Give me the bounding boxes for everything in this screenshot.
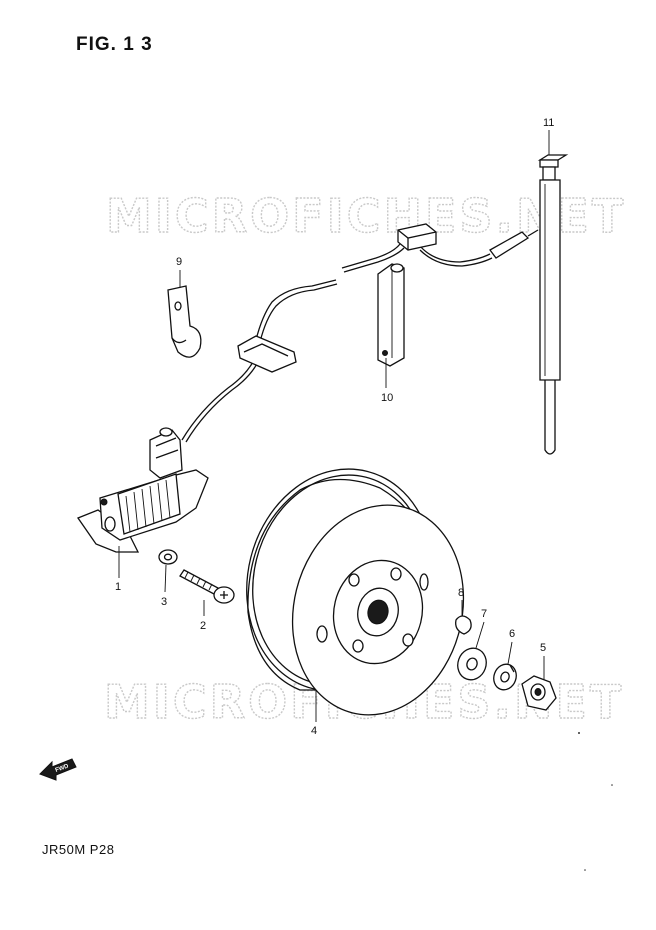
callout-11: 11 (543, 117, 554, 129)
callout-9: 9 (176, 256, 182, 268)
callout-4: 4 (311, 725, 317, 737)
part-11-cable-tie (537, 154, 569, 455)
callout-6: 6 (509, 628, 515, 640)
part-5-nut (521, 675, 557, 711)
scan-specks (578, 732, 613, 871)
part-4-flywheel (246, 468, 465, 716)
figure-title: FIG. 1 3 (76, 34, 153, 55)
callout-2: 2 (200, 620, 206, 632)
callout-8: 8 (458, 587, 464, 599)
callout-10: 10 (381, 392, 393, 404)
callout-5: 5 (540, 642, 546, 654)
part-6-spring-washer (493, 663, 517, 691)
figure-code: JR50M P28 (42, 842, 115, 857)
part-9-clip (167, 285, 202, 358)
wire-harness (181, 223, 539, 443)
part-1-pickup-coil (77, 427, 209, 553)
callout-7: 7 (481, 608, 487, 620)
part-7-washer (457, 647, 487, 681)
callouts: 1 2 3 4 5 6 7 8 9 10 11 (115, 117, 554, 737)
part-10-clamp (377, 263, 405, 367)
part-2-screw (179, 569, 235, 604)
callout-3: 3 (161, 596, 167, 608)
watermark-top: MICROFICHES.NET (106, 189, 626, 243)
callout-1: 1 (115, 581, 121, 593)
part-8-key (455, 615, 472, 635)
fwd-arrow-icon: FWD (39, 758, 77, 781)
part-3-washer (158, 549, 178, 565)
fwd-label: FWD (55, 763, 71, 774)
